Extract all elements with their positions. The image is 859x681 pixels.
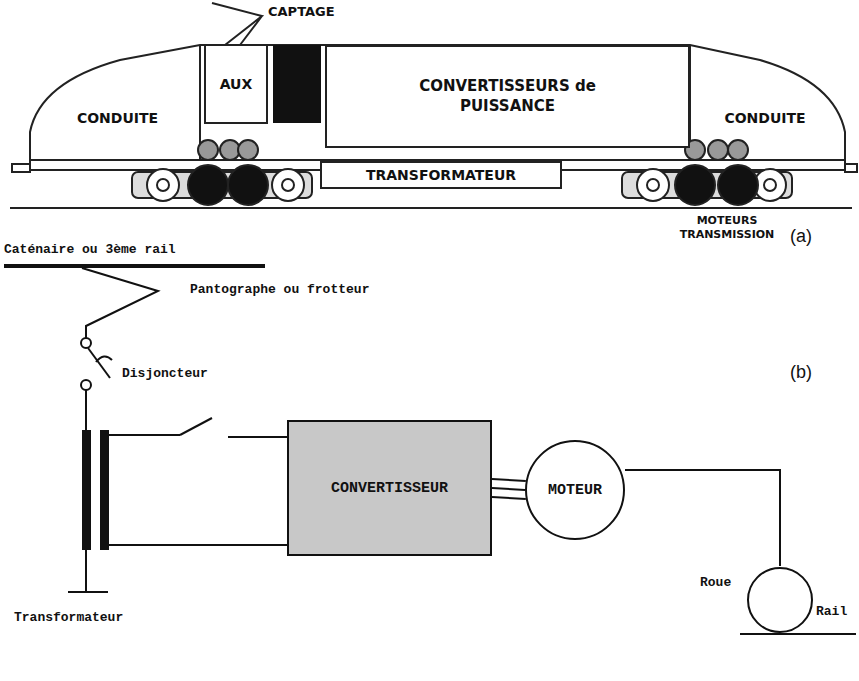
three-phase-connector <box>492 479 526 499</box>
part-label: CAPTAGE <box>268 4 335 19</box>
part-label: Caténaire ou 3ème rail <box>4 242 176 257</box>
aux-compartment: AUX <box>205 45 267 123</box>
part-label: Rail <box>816 604 847 619</box>
transformer-box: TRANSFORMATEUR <box>320 161 562 189</box>
node-text: CONVERTISSEUR <box>331 480 448 497</box>
part-label: Roue <box>700 575 731 590</box>
part-label: Pantographe ou frotteur <box>190 282 369 297</box>
node-text: MOTEUR <box>548 482 602 499</box>
part-label: Disjoncteur <box>122 366 208 381</box>
converter-box: CONVERTISSEUR <box>287 420 492 556</box>
converter-box: CONVERTISSEURS de PUISSANCE <box>325 45 690 148</box>
node-text: TRANSFORMATEUR <box>366 167 516 183</box>
motor-circle: MOTEUR <box>525 440 625 540</box>
part-label: MOTEURS TRANSMISSION <box>672 214 782 243</box>
node-text: AUX <box>220 76 253 92</box>
part-label: Transformateur <box>14 610 123 625</box>
cab-area: CONDUITE <box>40 95 195 140</box>
node-text: CONDUITE <box>77 110 158 126</box>
figure-label: (a) <box>790 226 812 247</box>
cab-area: CONDUITE <box>695 95 835 140</box>
figure-label: (b) <box>790 362 812 383</box>
node-text: CONVERTISSEURS de PUISSANCE <box>413 77 603 116</box>
node-text: CONDUITE <box>724 110 805 126</box>
